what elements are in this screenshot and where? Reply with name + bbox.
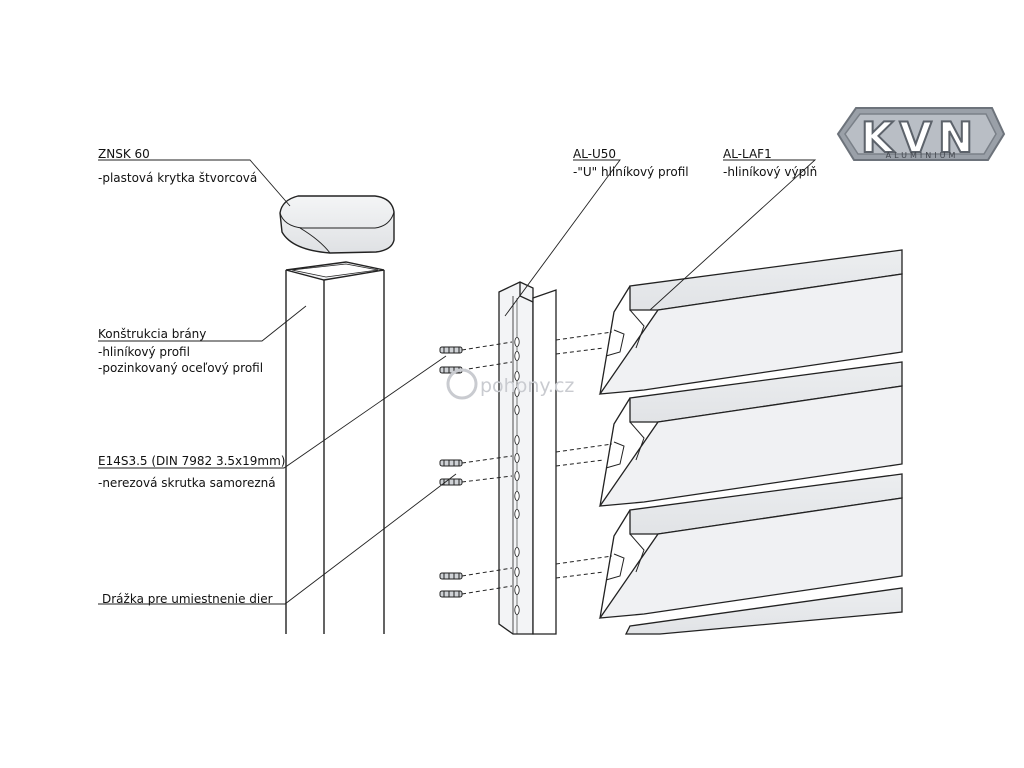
logo-sub-text: ALUMINIUM bbox=[886, 151, 959, 160]
post-title-label: Konštrukcia brány bbox=[98, 327, 207, 341]
cap-desc-label: -plastová krytka štvorcová bbox=[98, 171, 258, 185]
slat-2 bbox=[598, 361, 903, 507]
watermark-text: pohony.cz bbox=[480, 375, 574, 397]
u-profile-holes bbox=[514, 337, 520, 615]
logo-brand-text: KVN bbox=[861, 113, 979, 162]
screw-code-label: E14S3.5 (DIN 7982 3.5x19mm) bbox=[98, 454, 286, 468]
slat-1 bbox=[598, 249, 903, 395]
assembly-dashed-lines bbox=[461, 331, 613, 595]
slat-3 bbox=[598, 473, 903, 619]
u-desc-label: -"U" hliníkový profil bbox=[573, 165, 689, 179]
screw-desc-label: -nerezová skrutka samorezná bbox=[98, 476, 276, 490]
groove-label: Drážka pre umiestnenie dier bbox=[102, 592, 273, 606]
u-profile-al-u50 bbox=[498, 281, 557, 635]
slat-4-partial bbox=[624, 587, 903, 635]
laf-desc-label: -hliníkový výplň bbox=[723, 165, 818, 179]
leader-lines bbox=[98, 159, 817, 605]
cap-code-label: ZNSK 60 bbox=[98, 147, 150, 161]
u-code-label: AL-U50 bbox=[573, 147, 617, 161]
cap-znsk60 bbox=[279, 195, 395, 254]
screws bbox=[439, 346, 463, 598]
laf-code-label: AL-LAF1 bbox=[723, 147, 772, 161]
square-post bbox=[285, 261, 385, 634]
post-desc1-label: -hliníkový profil bbox=[98, 345, 190, 359]
watermark-logo: pohony.cz bbox=[446, 368, 574, 400]
post-desc2-label: -pozinkovaný oceľový profil bbox=[98, 361, 264, 375]
kvn-logo: KVN ALUMINIUM bbox=[836, 107, 1006, 163]
